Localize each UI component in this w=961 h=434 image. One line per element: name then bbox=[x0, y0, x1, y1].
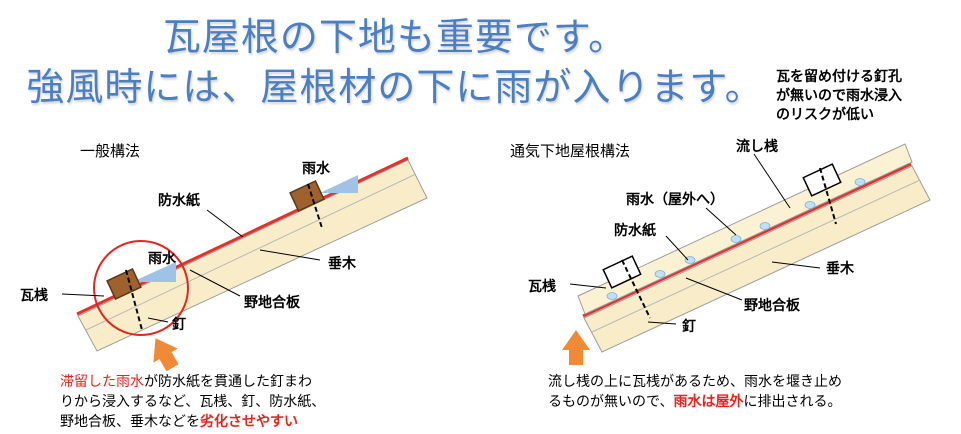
right-caption-text-2b: に排出される。 bbox=[743, 394, 842, 410]
title-line-2: 強風時には、屋根材の下に雨が入ります。 bbox=[26, 65, 764, 109]
left-label-waterproof: 防水紙 bbox=[158, 193, 200, 209]
left-label-rain-mid: 雨水 bbox=[148, 251, 176, 267]
title-line-1: 瓦屋根の下地も重要です。 bbox=[162, 15, 628, 59]
right-label-sheathing: 野地合板 bbox=[744, 298, 800, 314]
right-label-nail: 釘 bbox=[682, 319, 696, 335]
right-label-rafter: 垂木 bbox=[826, 261, 854, 277]
left-caption-text-1: が防水紙を貫通した釘まわ bbox=[144, 374, 312, 390]
left-caption-text-3: 野地合板、垂木などを bbox=[60, 414, 200, 430]
right-caption-red: 雨水は屋外 bbox=[673, 394, 744, 410]
vent-note: 瓦を留め付ける釘孔 が無いので雨水浸入 のリスクが低い bbox=[776, 68, 902, 125]
left-caption-line-1: 滞留した雨水が防水紙を貫通した釘まわ bbox=[60, 372, 325, 392]
right-caption: 流し桟の上に瓦桟があるため、雨水を堰き止め るものが無いので、雨水は屋外に排出さ… bbox=[548, 372, 842, 412]
left-label-batten: 瓦桟 bbox=[20, 288, 48, 304]
right-batten-low bbox=[602, 255, 642, 289]
left-highlight-circle bbox=[93, 240, 189, 336]
left-caption-red-3: 劣化させやすい bbox=[200, 414, 298, 430]
right-label-counter-batten: 流し桟 bbox=[736, 139, 778, 155]
left-label-rafter: 垂木 bbox=[328, 256, 356, 272]
right-label-rain-out: 雨水（屋外へ） bbox=[626, 192, 724, 208]
left-wind-arrow bbox=[153, 338, 179, 372]
left-roof-diagram bbox=[61, 156, 428, 372]
left-batten-top bbox=[289, 180, 325, 212]
left-water-mid bbox=[132, 262, 176, 282]
right-roof-diagram bbox=[562, 143, 931, 365]
right-label-waterproof: 防水紙 bbox=[614, 223, 656, 239]
right-label-batten: 瓦桟 bbox=[528, 279, 556, 295]
left-heading: 一般構法 bbox=[80, 142, 141, 160]
left-nail-mid bbox=[125, 269, 143, 331]
right-roof-body bbox=[583, 165, 931, 353]
right-waterproof-line bbox=[582, 162, 912, 318]
right-caption-line-2: るものが無いので、雨水は屋外に排出される。 bbox=[548, 392, 842, 412]
right-heading: 通気下地屋根構法 bbox=[510, 142, 631, 160]
left-water-top bbox=[320, 175, 358, 193]
left-caption-line-2: りから浸入するなど、瓦桟、釘、防水紙、 bbox=[60, 394, 326, 410]
right-water-drops bbox=[606, 178, 866, 300]
right-caption-text-2a: るものが無いので、 bbox=[548, 394, 674, 410]
left-batten-mid bbox=[106, 268, 142, 300]
right-wind-arrow bbox=[562, 330, 590, 365]
left-label-sheathing: 野地合板 bbox=[244, 295, 300, 311]
note-line-3: のリスクが低い bbox=[776, 107, 874, 123]
right-batten-high bbox=[802, 163, 842, 197]
note-line-2: が無いので雨水浸入 bbox=[776, 88, 902, 104]
right-caption-line-1: 流し桟の上に瓦桟があるため、雨水を堰き止め bbox=[548, 374, 842, 390]
left-label-nail: 釘 bbox=[172, 317, 186, 333]
left-label-rain-top: 雨水 bbox=[302, 161, 330, 177]
left-caption-line-3: 野地合板、垂木などを劣化させやすい bbox=[60, 412, 325, 432]
note-line-1: 瓦を留め付ける釘孔 bbox=[776, 69, 902, 85]
left-caption: 滞留した雨水が防水紙を貫通した釘まわ りから浸入するなど、瓦桟、釘、防水紙、 野… bbox=[60, 372, 325, 432]
left-roof-body bbox=[77, 159, 428, 352]
left-caption-red-1: 滞留した雨水 bbox=[60, 374, 144, 390]
